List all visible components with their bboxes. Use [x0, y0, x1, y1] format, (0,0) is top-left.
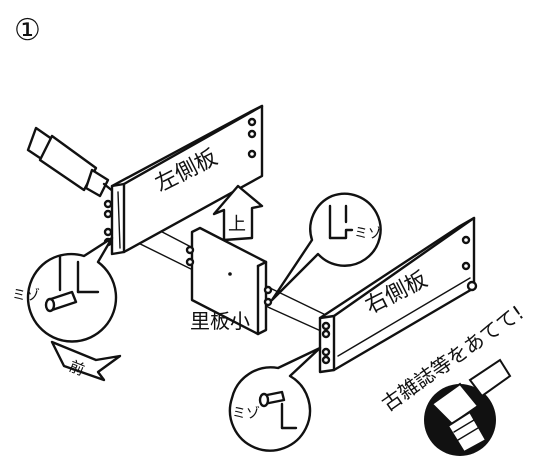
step-number: ①: [14, 13, 41, 48]
front-arrow-icon: 前: [50, 340, 122, 382]
back-panel-label: 里板小: [190, 309, 250, 333]
up-arrow-icon: 上: [212, 184, 264, 242]
up-arrow-label: 上: [228, 214, 246, 235]
groove-bottom-label: ミゾ: [232, 406, 260, 422]
groove-callout-bottom: ミゾ: [228, 346, 322, 452]
glue-tube-icon: [26, 126, 116, 198]
groove-left-label: ミゾ: [12, 288, 40, 304]
groove-top-label: ミゾ: [354, 226, 382, 242]
front-arrow-label: 前: [67, 357, 88, 379]
groove-callout-top: ミゾ: [270, 192, 382, 302]
groove-callout-left: ミゾ: [12, 236, 118, 343]
back-panel-small: 里板小: [185, 226, 273, 336]
hammer-fist-icon: [424, 358, 512, 456]
